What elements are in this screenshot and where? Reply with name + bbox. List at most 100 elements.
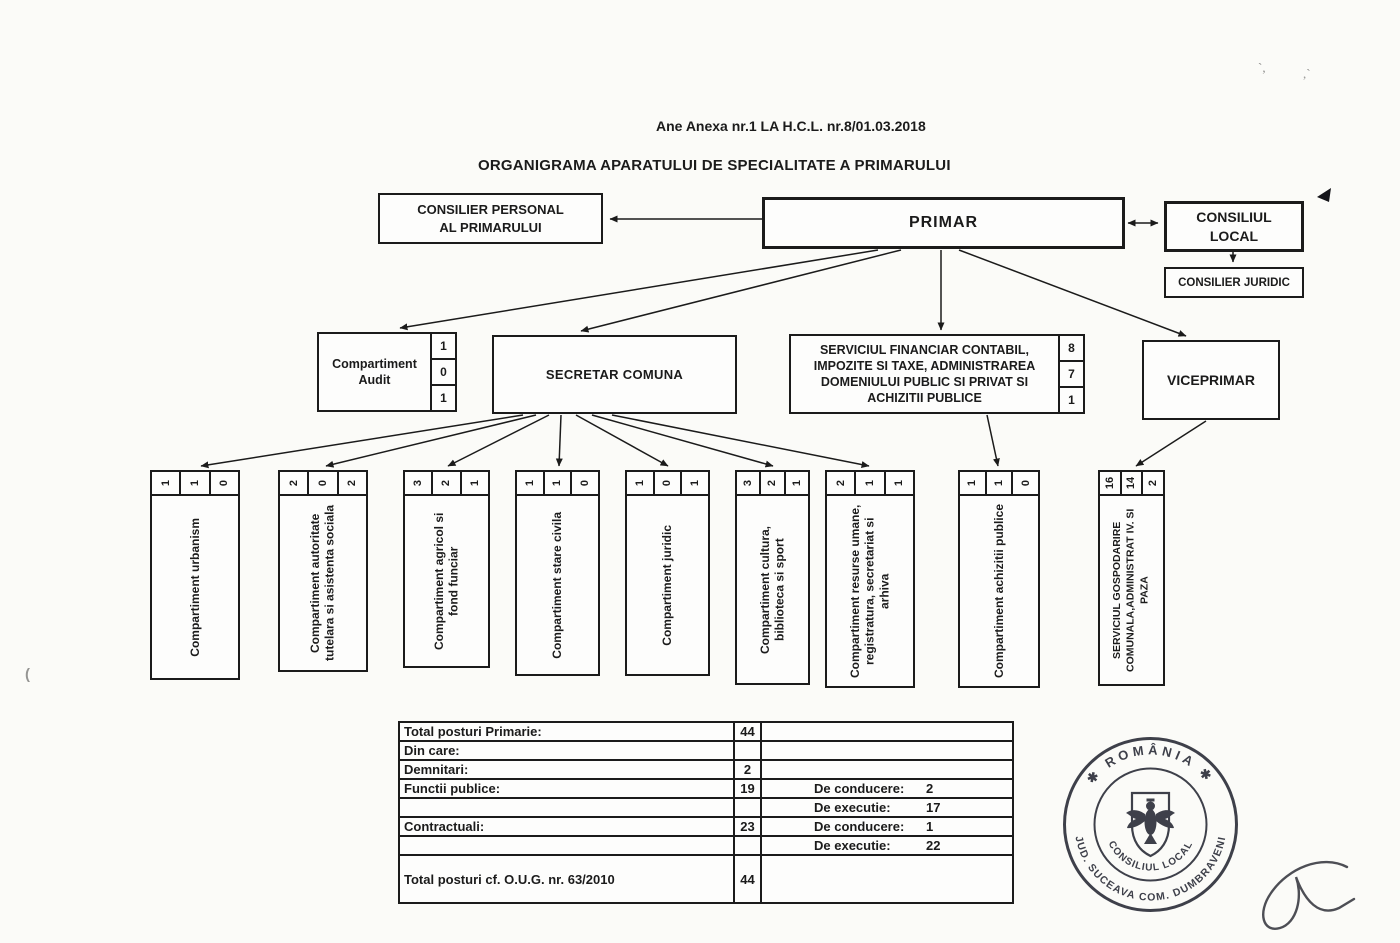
connector-primar-secretar [580, 249, 902, 333]
count-cell: 8 [1060, 336, 1083, 362]
count-cell: 1 [440, 391, 447, 405]
row-value [735, 742, 762, 759]
connector-secretar-d1 [200, 414, 524, 469]
count-cell: 2 [761, 472, 786, 494]
connector-secretar-d3 [447, 414, 550, 467]
department-label: Compartiment autoritate tutelara si asis… [308, 504, 337, 662]
table-row: Functii publice: 19 De conducere:2 [400, 780, 1012, 799]
table-row: Contractuali: 23 De conducere: 1 [400, 818, 1012, 837]
detail-value: 2 [926, 781, 934, 796]
count-cell: 14 [1122, 472, 1144, 494]
node-viceprimar: VICEPRIMAR [1142, 340, 1280, 420]
count-cell: 0 [432, 360, 455, 386]
row-label: Contractuali: [400, 818, 735, 835]
department-label: Compartiment achizitii publice [991, 503, 1006, 679]
table-row: Din care: [400, 742, 1012, 761]
row-value: 19 [735, 780, 762, 797]
count-row: 2 0 2 [280, 472, 366, 496]
node-label-line1: Compartiment [332, 356, 417, 371]
department-label: SERVICIUL GOSPODARIRE COMUNALA,ADMINISTR… [1111, 508, 1151, 672]
count-cell: 2 [433, 472, 462, 494]
handwritten-signature [1262, 860, 1356, 930]
row-label [400, 799, 735, 816]
detail-value: 17 [926, 800, 941, 815]
count-cell: 1 [181, 472, 211, 494]
department-label: Compartiment urbanism [187, 517, 202, 657]
count-cell: 0 [655, 472, 683, 494]
count-cell: 1 [790, 479, 803, 487]
node-label: Compartiment Audit [319, 334, 430, 410]
node-label-text: SERVICIUL FINANCIAR CONTABIL, IMPOZITE S… [813, 342, 1036, 406]
count-cell: 1 [987, 472, 1014, 494]
table-row: De executie:17 [400, 799, 1012, 818]
row-value: 23 [735, 818, 762, 835]
scan-mark-left: ( [25, 666, 30, 683]
department-label: Compartiment cultura, biblioteca si spor… [757, 525, 787, 654]
count-cell: 16 [1100, 472, 1122, 494]
count-cell: 1 [893, 479, 906, 487]
count-cell: 1 [689, 479, 702, 487]
scan-mark-speck-2: ,` [1303, 66, 1311, 81]
row-label: Total posturi cf. O.U.G. nr. 63/2010 [400, 856, 735, 902]
node-serviciul-financiar: SERVICIUL FINANCIAR CONTABIL, IMPOZITE S… [789, 334, 1085, 414]
department-urbanism: 1 1 0 Compartiment urbanism [150, 470, 240, 680]
table-row: Total posturi cf. O.U.G. nr. 63/2010 44 [400, 856, 1012, 902]
row-label: Functii publice: [400, 780, 735, 797]
count-cell: 7 [1060, 362, 1083, 388]
count-cell: 3 [737, 472, 762, 494]
row-label: Din care: [400, 742, 735, 759]
connector-financiar-achizitii [986, 414, 1000, 467]
node-label: CONSILIUL LOCAL [1196, 208, 1271, 244]
table-row: Total posturi Primarie: 44 [400, 723, 1012, 742]
count-cell: 1 [627, 472, 655, 494]
count-row: 1 1 0 [152, 472, 238, 496]
connector-primar-viceprimar [958, 249, 1187, 337]
node-label-line1: CONSILIUL [1196, 209, 1272, 226]
audit-count-column: 1 0 1 [430, 334, 455, 410]
count-cell: 1 [545, 472, 573, 494]
table-row: De executie: 22 [400, 837, 1012, 856]
count-cell: 1 [152, 472, 182, 494]
department-label: Compartiment agricol si fond funciar [431, 512, 461, 650]
official-stamp: ✱ ROMÂNIA ✱ JUD. SUCEAVA COM. DUMBRAVENI… [1063, 737, 1238, 912]
count-cell: 0 [218, 479, 231, 487]
count-row: 1 1 0 [960, 472, 1038, 496]
connector-secretar-d6 [591, 414, 774, 468]
node-consiliul-local: CONSILIUL LOCAL [1164, 201, 1304, 252]
detail-value: 1 [926, 819, 934, 834]
count-cell: 1 [468, 479, 481, 487]
count-cell: 2 [346, 479, 359, 487]
department-label: Compartiment stare civila [550, 511, 565, 659]
row-label [400, 837, 735, 854]
department-resurse-umane: 2 1 1 Compartiment resurse umane, regist… [825, 470, 915, 688]
row-value [735, 837, 762, 854]
count-row: 3 2 1 [737, 472, 808, 496]
annex-note: Ane Anexa nr.1 LA H.C.L. nr.8/01.03.2018 [656, 118, 926, 134]
detail-label: De executie: [814, 838, 891, 853]
node-primar: PRIMAR [762, 197, 1125, 249]
node-label: CONSILIER JURIDIC [1178, 276, 1290, 289]
detail-label: De conducere: [814, 819, 905, 834]
financiar-count-column: 8 7 1 [1058, 336, 1083, 412]
node-label: CONSILIER PERSONAL AL PRIMARULUI [417, 201, 564, 236]
row-label: Total posturi Primarie: [400, 723, 735, 740]
count-cell: 1 [1068, 393, 1075, 407]
node-compartiment-audit: Compartiment Audit 1 0 1 [317, 332, 457, 412]
count-cell: 1 [432, 334, 455, 360]
detail-value: 22 [926, 838, 941, 853]
count-row: 3 2 1 [405, 472, 488, 496]
count-cell: 3 [405, 472, 434, 494]
count-cell: 0 [1019, 479, 1032, 487]
posts-summary-table: Total posturi Primarie: 44 Din care: Dem… [398, 721, 1014, 904]
stamp-coat-of-arms-icon [1126, 791, 1175, 858]
page-title: ORGANIGRAMA APARATULUI DE SPECIALITATE A… [478, 157, 951, 174]
count-row: 1 1 0 [517, 472, 598, 496]
stamp-outer-circle [1063, 737, 1238, 912]
node-consilier-juridic: CONSILIER JURIDIC [1164, 267, 1304, 298]
count-row: 1 0 1 [627, 472, 708, 496]
connector-secretar-d2 [325, 414, 537, 468]
node-label-line1: CONSILIER PERSONAL [417, 201, 564, 217]
department-label: Compartiment resurse umane, registratura… [848, 504, 892, 678]
department-achizitii-publice: 1 1 0 Compartiment achizitii publice [958, 470, 1040, 688]
